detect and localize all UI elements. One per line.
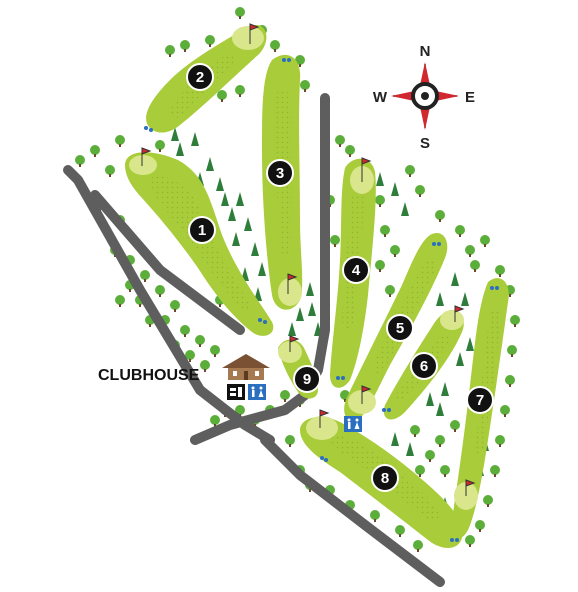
hole-marker-1[interactable]: 1 [188,216,216,244]
cart-path-south [260,435,445,587]
svg-text:1: 1 [198,222,206,239]
cart-path-west-inner [90,190,245,335]
flag-hole-9 [289,335,300,352]
course-restroom-icon [344,416,362,432]
flag-hole-1 [141,147,152,166]
svg-text:4: 4 [352,262,361,279]
flag-hole-2 [249,23,260,44]
food-drink-icon [227,384,245,400]
compass-north: N [420,43,431,60]
flag-hole-5 [361,385,372,404]
compass-south: S [420,135,430,152]
flag-hole-6 [454,305,465,322]
svg-text:9: 9 [303,371,311,388]
compass-west: W [373,89,388,106]
clubhouse[interactable]: CLUBHOUSE [98,354,270,400]
clubhouse-label: CLUBHOUSE [98,367,200,384]
hole-marker-2[interactable]: 2 [186,63,214,91]
hole-markers: 1 2 3 4 5 6 7 8 9 [186,63,494,492]
flag-hole-3 [287,273,298,294]
hole-marker-7[interactable]: 7 [466,386,494,414]
svg-text:8: 8 [381,470,389,487]
tee-markers [144,58,499,542]
hole-marker-4[interactable]: 4 [342,256,370,284]
hole-marker-5[interactable]: 5 [386,314,414,342]
hole-marker-9[interactable]: 9 [293,365,321,393]
hole-marker-6[interactable]: 6 [410,352,438,380]
svg-text:7: 7 [476,392,484,409]
hole-marker-3[interactable]: 3 [266,159,294,187]
compass-rose: N S E W [373,43,475,152]
svg-text:3: 3 [276,165,284,182]
flag-hole-8 [319,409,330,428]
flag-hole-4 [361,157,372,182]
pin-flags [141,23,476,496]
flag-hole-7 [465,479,476,496]
hole-marker-8[interactable]: 8 [371,464,399,492]
svg-text:6: 6 [420,358,428,375]
cart-path-west [63,165,275,445]
svg-text:2: 2 [196,69,204,86]
restroom-icon [248,384,266,400]
svg-text:5: 5 [396,320,404,337]
clubhouse-building-icon [222,354,270,380]
compass-east: E [465,89,475,106]
